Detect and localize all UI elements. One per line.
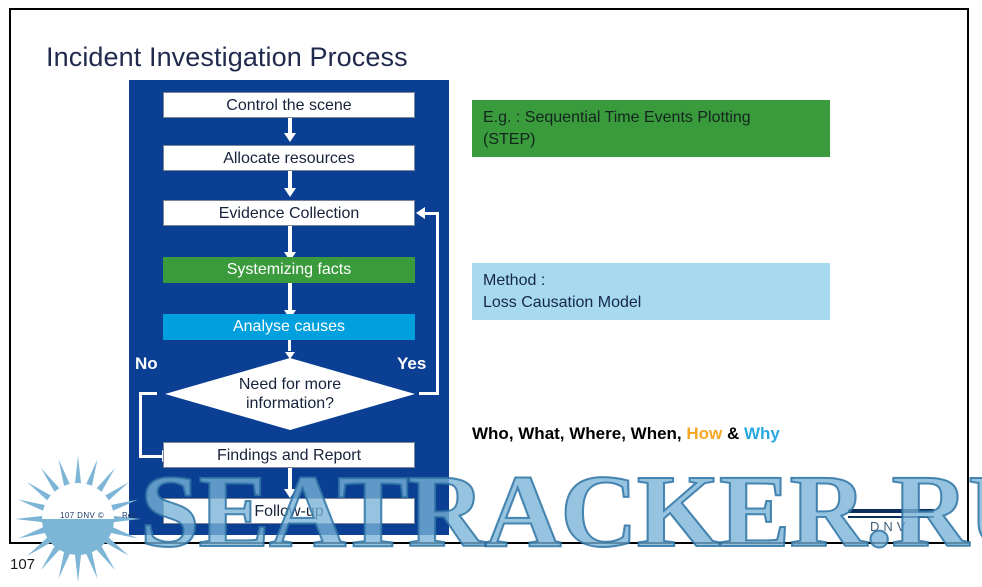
dnv-logo-text: DNV [870,519,910,534]
yes-branch-horizontal [425,212,439,215]
page-number: 107 [10,556,36,573]
flow-step-findings-and-report[interactable]: Findings and Report [163,442,415,468]
flow-arrow-3 [284,226,296,261]
footer-credit: 107 DNV © [60,511,105,520]
flow-step-allocate-resources[interactable]: Allocate resources [163,145,415,171]
callout-loss-causation-model: Method : Loss Causation Model [472,263,830,320]
flowchart-panel: Control the scene Allocate resources Evi… [129,80,449,535]
yes-branch-arrowhead [416,207,425,219]
branch-label-no: No [135,354,158,373]
no-branch-vertical [139,394,142,458]
callout-step-line1: E.g. : Sequential Time Events Plotting [483,109,751,126]
flow-arrow-6 [284,468,296,498]
flow-step-evidence-collection[interactable]: Evidence Collection [163,200,415,226]
questions-why: Why [744,424,780,443]
flow-step-systemizing-facts[interactable]: Systemizing facts [163,257,415,283]
dnv-logo-bar-top [848,509,934,513]
decision-label-line2: information? [245,395,335,412]
flow-arrow-1 [284,118,296,142]
yes-branch-vertical [436,212,439,395]
callout-step-method: E.g. : Sequential Time Events Plotting (… [472,100,830,157]
decision-label-line1: Need for more [238,376,342,393]
dnv-logo: DNV [848,505,934,537]
questions-ampersand: & [722,424,744,443]
no-branch-horizontal [139,455,165,458]
callout-step-line2: (STEP) [483,131,536,148]
flow-decision-need-more-information[interactable]: Need for more information? [165,358,415,430]
flow-arrow-5 [284,340,295,359]
dnv-logo-bar-bottom [848,516,934,518]
footer-revision: Rev. [122,511,138,520]
footer-strip: 107 DNV © Rev. [12,492,958,542]
flow-step-follow-up[interactable]: Follow-up [163,498,415,524]
yes-branch-cap [419,392,439,395]
callout-method-line1: Method : [483,272,546,289]
questions-how: How [686,424,723,443]
flow-step-analyse-causes[interactable]: Analyse causes [163,314,415,340]
no-branch-cap [139,392,157,395]
page-title: Incident Investigation Process [46,42,408,72]
branch-label-yes: Yes [397,354,427,373]
callout-method-line2: Loss Causation Model [483,294,642,311]
five-w-questions-line: Who, What, Where, When, How & Why [472,424,780,444]
flow-arrow-4 [284,283,296,319]
flow-step-control-the-scene[interactable]: Control the scene [163,92,415,118]
questions-plain-prefix: Who, What, Where, When, [472,424,687,443]
flow-arrow-2 [284,171,296,197]
